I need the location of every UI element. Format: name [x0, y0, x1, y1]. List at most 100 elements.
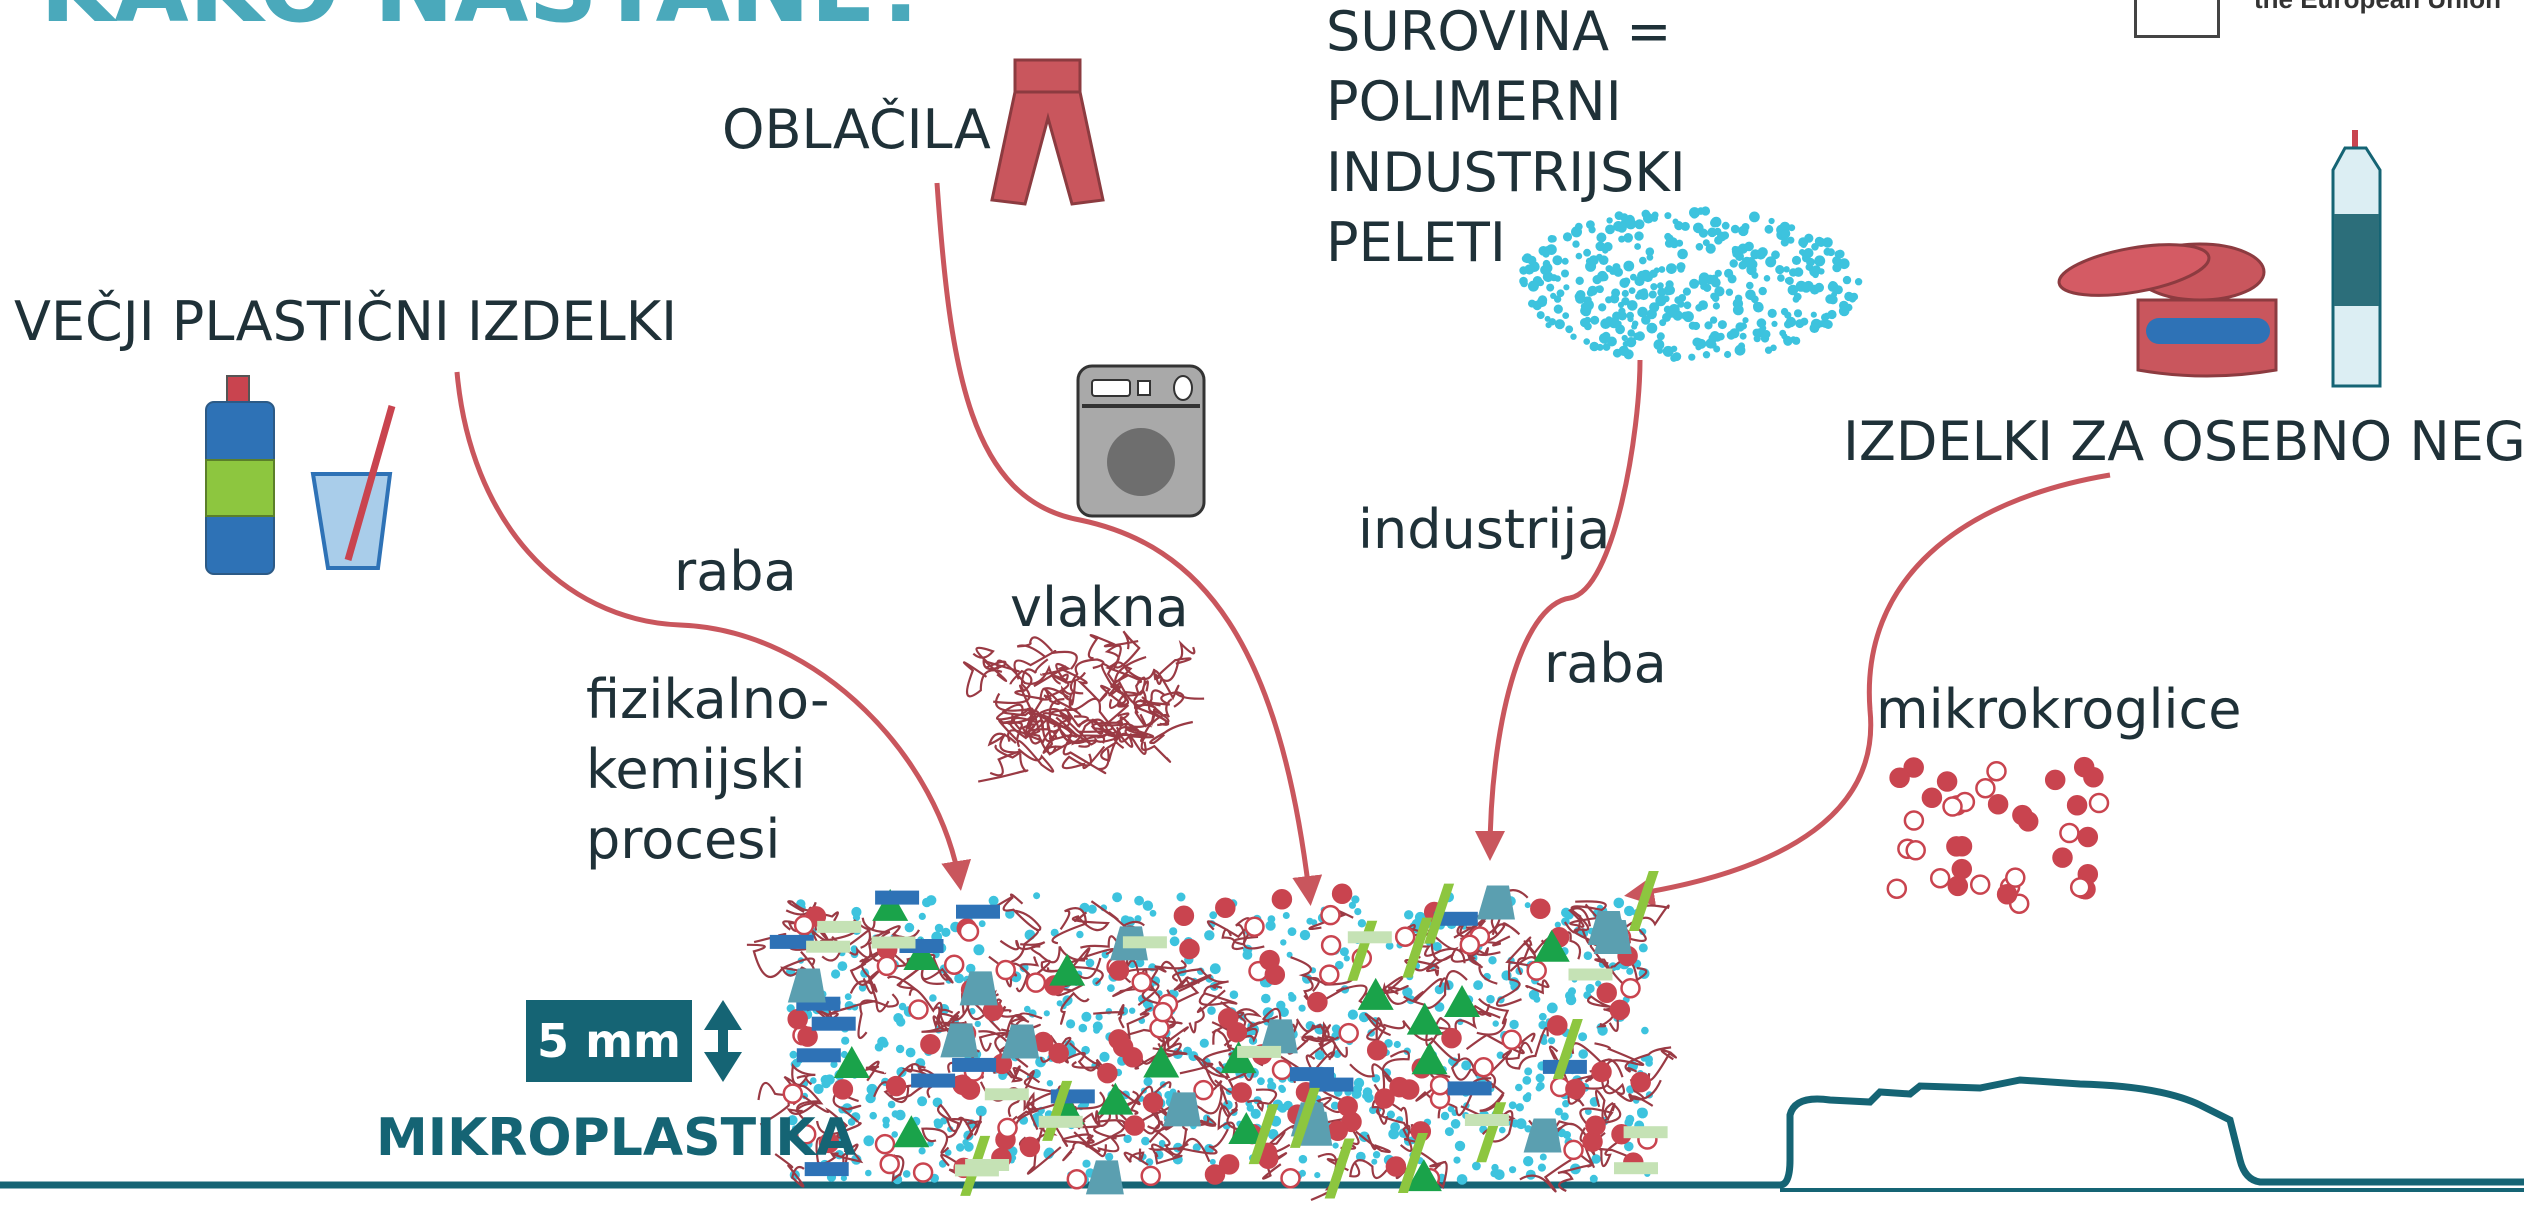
pellet: [1854, 278, 1863, 286]
fragment-sliver: [1424, 883, 1455, 944]
pellet: [1605, 224, 1615, 235]
pellet: [1261, 993, 1271, 1004]
fiber: [1113, 630, 1141, 669]
fragment-trapezoid: [959, 971, 998, 1006]
fiber: [1217, 1102, 1236, 1144]
pellet: [1085, 958, 1095, 968]
fiber: [746, 943, 816, 979]
pellet: [1540, 1037, 1548, 1045]
fiber: [1594, 1042, 1645, 1069]
fiber: [999, 939, 1046, 951]
pellet: [1823, 320, 1833, 329]
label-physchem-2: kemijski: [586, 738, 806, 801]
pellet: [1552, 255, 1563, 266]
pellet: [1351, 895, 1360, 904]
fiber: [1009, 669, 1044, 701]
pellet: [1584, 1108, 1592, 1115]
fragment-triangle: [893, 1115, 930, 1148]
pellet: [1267, 1081, 1277, 1091]
microbead: [1271, 889, 1293, 910]
pellet: [1010, 1154, 1017, 1161]
pellet: [1355, 1151, 1366, 1162]
fragment-film: [817, 920, 862, 933]
fiber: [1467, 945, 1498, 985]
fragment-strip: [1433, 911, 1478, 926]
pellet: [1621, 289, 1629, 298]
pellet: [1535, 1073, 1545, 1083]
pellet: [1522, 1093, 1532, 1103]
microbead: [908, 999, 929, 1020]
pellet: [850, 1112, 861, 1122]
microbead: [1996, 884, 2018, 905]
microbead: [1140, 1165, 1161, 1187]
pellet: [1591, 1154, 1601, 1164]
pellet: [956, 1143, 965, 1152]
glass-straw-icon: [310, 405, 396, 570]
pellet: [1621, 334, 1628, 342]
fragment-strip: [804, 1162, 849, 1177]
pellet: [1677, 300, 1685, 308]
pellet: [1655, 295, 1667, 307]
pellet: [1777, 274, 1785, 282]
pellet: [1780, 238, 1789, 247]
pellet: [1384, 1039, 1393, 1048]
pellet: [1625, 337, 1637, 348]
pellet: [1739, 332, 1747, 340]
fiber: [1486, 922, 1521, 942]
microbead: [793, 914, 815, 936]
microbead: [797, 1026, 818, 1047]
pellet: [1586, 220, 1595, 230]
pellet: [1542, 250, 1550, 258]
pellet: [893, 1013, 904, 1023]
pellet: [1745, 289, 1756, 301]
microbead: [1366, 1039, 1388, 1061]
pellet: [865, 1169, 872, 1177]
pellet: [1490, 1169, 1498, 1178]
pellet: [789, 1050, 798, 1059]
fiber: [1016, 636, 1053, 658]
pellet: [1486, 994, 1495, 1004]
fragment-trapezoid: [1523, 1118, 1562, 1153]
pellet: [1614, 211, 1624, 221]
pellet: [1800, 317, 1809, 326]
bottle-icon: [205, 375, 275, 575]
pellet: [1149, 909, 1157, 917]
pellet: [1688, 353, 1696, 361]
pellet: [1134, 895, 1144, 906]
pellet: [1624, 905, 1635, 917]
microbead: [832, 1079, 854, 1100]
pellet: [1583, 338, 1590, 345]
pellet: [1690, 210, 1699, 219]
fiber: [1616, 1092, 1654, 1107]
fragment-trapezoid: [1587, 910, 1626, 945]
pellet: [1606, 217, 1613, 224]
pellet: [1280, 939, 1287, 946]
fiber: [1033, 665, 1101, 703]
fragment-trapezoid: [1163, 1092, 1202, 1127]
pellet: [1634, 231, 1644, 241]
fiber: [996, 659, 1061, 685]
microbead: [1563, 1139, 1584, 1161]
fragment-film: [1347, 931, 1392, 944]
pellet: [1711, 294, 1720, 303]
fiber: [1154, 959, 1187, 988]
microbead: [1066, 1168, 1088, 1190]
fiber: [832, 1091, 862, 1111]
pellet: [1265, 920, 1276, 931]
pellet: [1339, 947, 1349, 957]
fragment-sliver: [1248, 1104, 1279, 1165]
pellet: [1242, 950, 1253, 960]
fragment-sliver: [1628, 871, 1659, 932]
fiber: [1135, 676, 1149, 696]
pellet: [1763, 275, 1771, 282]
microbead: [1501, 1029, 1522, 1051]
microbead: [1903, 810, 1925, 831]
pellet: [922, 897, 932, 908]
pellet: [1527, 280, 1539, 292]
pellet: [1348, 901, 1356, 909]
fiber: [1412, 977, 1450, 1003]
pellet: [891, 1131, 898, 1138]
pellet: [1092, 977, 1101, 987]
fragment-triangle: [1444, 984, 1481, 1017]
fragment-triangle: [1405, 1159, 1442, 1192]
